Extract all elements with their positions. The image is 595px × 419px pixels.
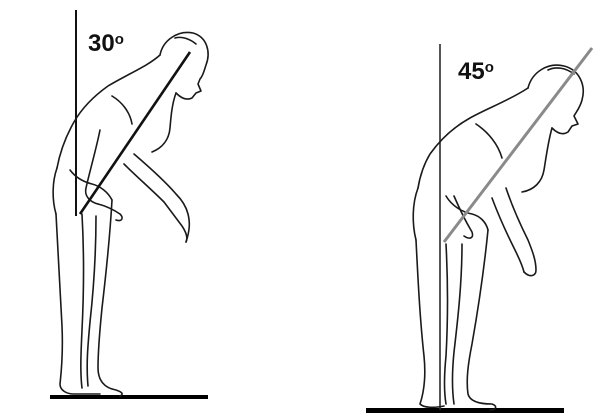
angle-label-45: 45o [458, 60, 494, 84]
floor-line-left [50, 395, 208, 399]
angle-label-30: 30o [88, 32, 124, 56]
angle-value-45: 45 [458, 58, 485, 85]
person-outline-right [413, 65, 583, 410]
incline-line-left [80, 52, 190, 214]
angle-value-30: 30 [88, 30, 115, 57]
figure-30-degrees [50, 10, 208, 399]
figure-45-degrees [366, 44, 592, 413]
degree-mark-45: o [485, 59, 494, 76]
floor-line-right [366, 408, 564, 413]
degree-mark-30: o [115, 31, 124, 48]
